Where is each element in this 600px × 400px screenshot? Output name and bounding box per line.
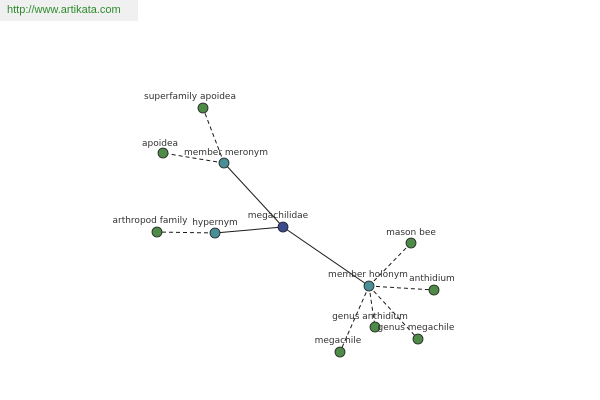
edge-member-meronym-to-superfamily-apoidea	[202, 107, 225, 164]
node-genus-megachile[interactable]	[412, 333, 424, 345]
edge-megachilidae-to-member-meronym	[223, 162, 284, 228]
graph-nodes	[151, 102, 440, 358]
node-apoidea[interactable]	[157, 147, 169, 159]
edge-member-holonym-to-anthidium	[368, 285, 435, 291]
edge-megachilidae-to-hypernym	[214, 226, 284, 234]
edge-member-holonym-to-mason-bee	[368, 242, 412, 287]
graph-edges	[156, 107, 435, 353]
node-arthropod-family[interactable]	[151, 226, 163, 238]
graph-labels: megachilidae member meronym hypernym member…	[112, 92, 454, 346]
source-url-watermark: http://www.artikata.com	[0, 0, 138, 21]
edge-hypernym-to-arthropod-family	[156, 231, 216, 234]
node-genus-anthidium[interactable]	[369, 321, 381, 333]
node-label-arthropod-family: arthropod family	[112, 216, 188, 226]
node-megachile[interactable]	[334, 346, 346, 358]
node-label-apoidea: apoidea	[142, 139, 178, 149]
node-label-member-holonym: member holonym	[328, 270, 408, 280]
node-label-member-meronym: member meronym	[184, 148, 268, 158]
node-label-anthidium: anthidium	[409, 274, 455, 284]
node-label-superfamily-apoidea: superfamily apoidea	[144, 92, 236, 102]
node-label-genus-anthidium: genus anthidium	[332, 312, 408, 322]
node-label-megachile: megachile	[315, 336, 362, 346]
source-url-text: http://www.artikata.com	[7, 4, 121, 16]
node-hypernym[interactable]	[209, 227, 221, 239]
edge-member-holonym-to-genus-megachile	[368, 285, 419, 340]
node-superfamily-apoidea[interactable]	[197, 102, 209, 114]
node-member-meronym[interactable]	[218, 157, 230, 169]
node-label-megachilidae: megachilidae	[248, 211, 309, 221]
node-label-hypernym: hypernym	[192, 218, 238, 228]
edge-member-meronym-to-apoidea	[162, 152, 225, 164]
edge-member-holonym-to-megachile	[339, 285, 370, 353]
node-mason-bee[interactable]	[405, 237, 417, 249]
edge-megachilidae-to-member-holonym	[282, 226, 370, 287]
node-label-genus-megachile: genus megachile	[378, 323, 455, 333]
node-anthidium[interactable]	[428, 284, 440, 296]
node-member-holonym[interactable]	[363, 280, 375, 292]
node-megachilidae[interactable]	[277, 221, 289, 233]
node-label-mason-bee: mason bee	[386, 228, 436, 238]
